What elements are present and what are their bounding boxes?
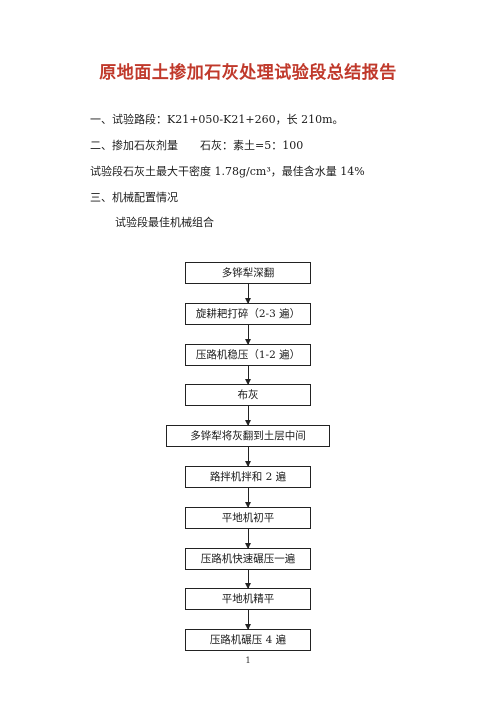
flow-step-8: 压路机快速碾压一遍 <box>185 548 311 570</box>
page-number: 1 <box>245 656 251 665</box>
text-line-combination: 试验段最佳机械组合 <box>115 216 214 229</box>
flow-arrow-8 <box>245 570 251 589</box>
flow-step-6: 路拌机拌和 2 遍 <box>185 466 311 488</box>
text-line-machinery-heading: 三、机械配置情况 <box>90 191 178 204</box>
flow-arrow-1 <box>245 284 251 304</box>
flow-step-4: 布灰 <box>185 384 311 406</box>
text-line-dosage: 二、掺加石灰剂量 石灰：素土=5：100 <box>90 139 304 152</box>
flow-arrow-9 <box>245 610 251 630</box>
text-line-density: 试验段石灰土最大干密度 1.78g/cm³，最佳含水量 14% <box>90 165 365 178</box>
flow-step-7: 平地机初平 <box>185 507 311 529</box>
flow-arrow-7 <box>245 529 251 549</box>
flow-arrow-2 <box>245 325 251 345</box>
flow-step-2: 旋耕耙打碎（2-3 遍） <box>185 303 311 325</box>
flow-step-10: 压路机碾压 4 遍 <box>185 629 311 651</box>
document-title: 原地面土掺加石灰处理试验段总结报告 <box>99 63 397 83</box>
flow-step-3: 压路机稳压（1-2 遍） <box>185 344 311 366</box>
flow-arrow-4 <box>245 406 251 426</box>
flow-arrow-3 <box>245 366 251 385</box>
flow-arrow-5 <box>245 447 251 467</box>
flow-step-1: 多铧犁深翻 <box>185 262 311 284</box>
flow-step-9: 平地机精平 <box>185 588 311 610</box>
flow-step-5: 多铧犁将灰翻到土层中间 <box>166 425 330 447</box>
text-line-route: 一、试验路段：K21+050-K21+260，长 210m。 <box>90 113 344 126</box>
flow-arrow-6 <box>245 488 251 508</box>
